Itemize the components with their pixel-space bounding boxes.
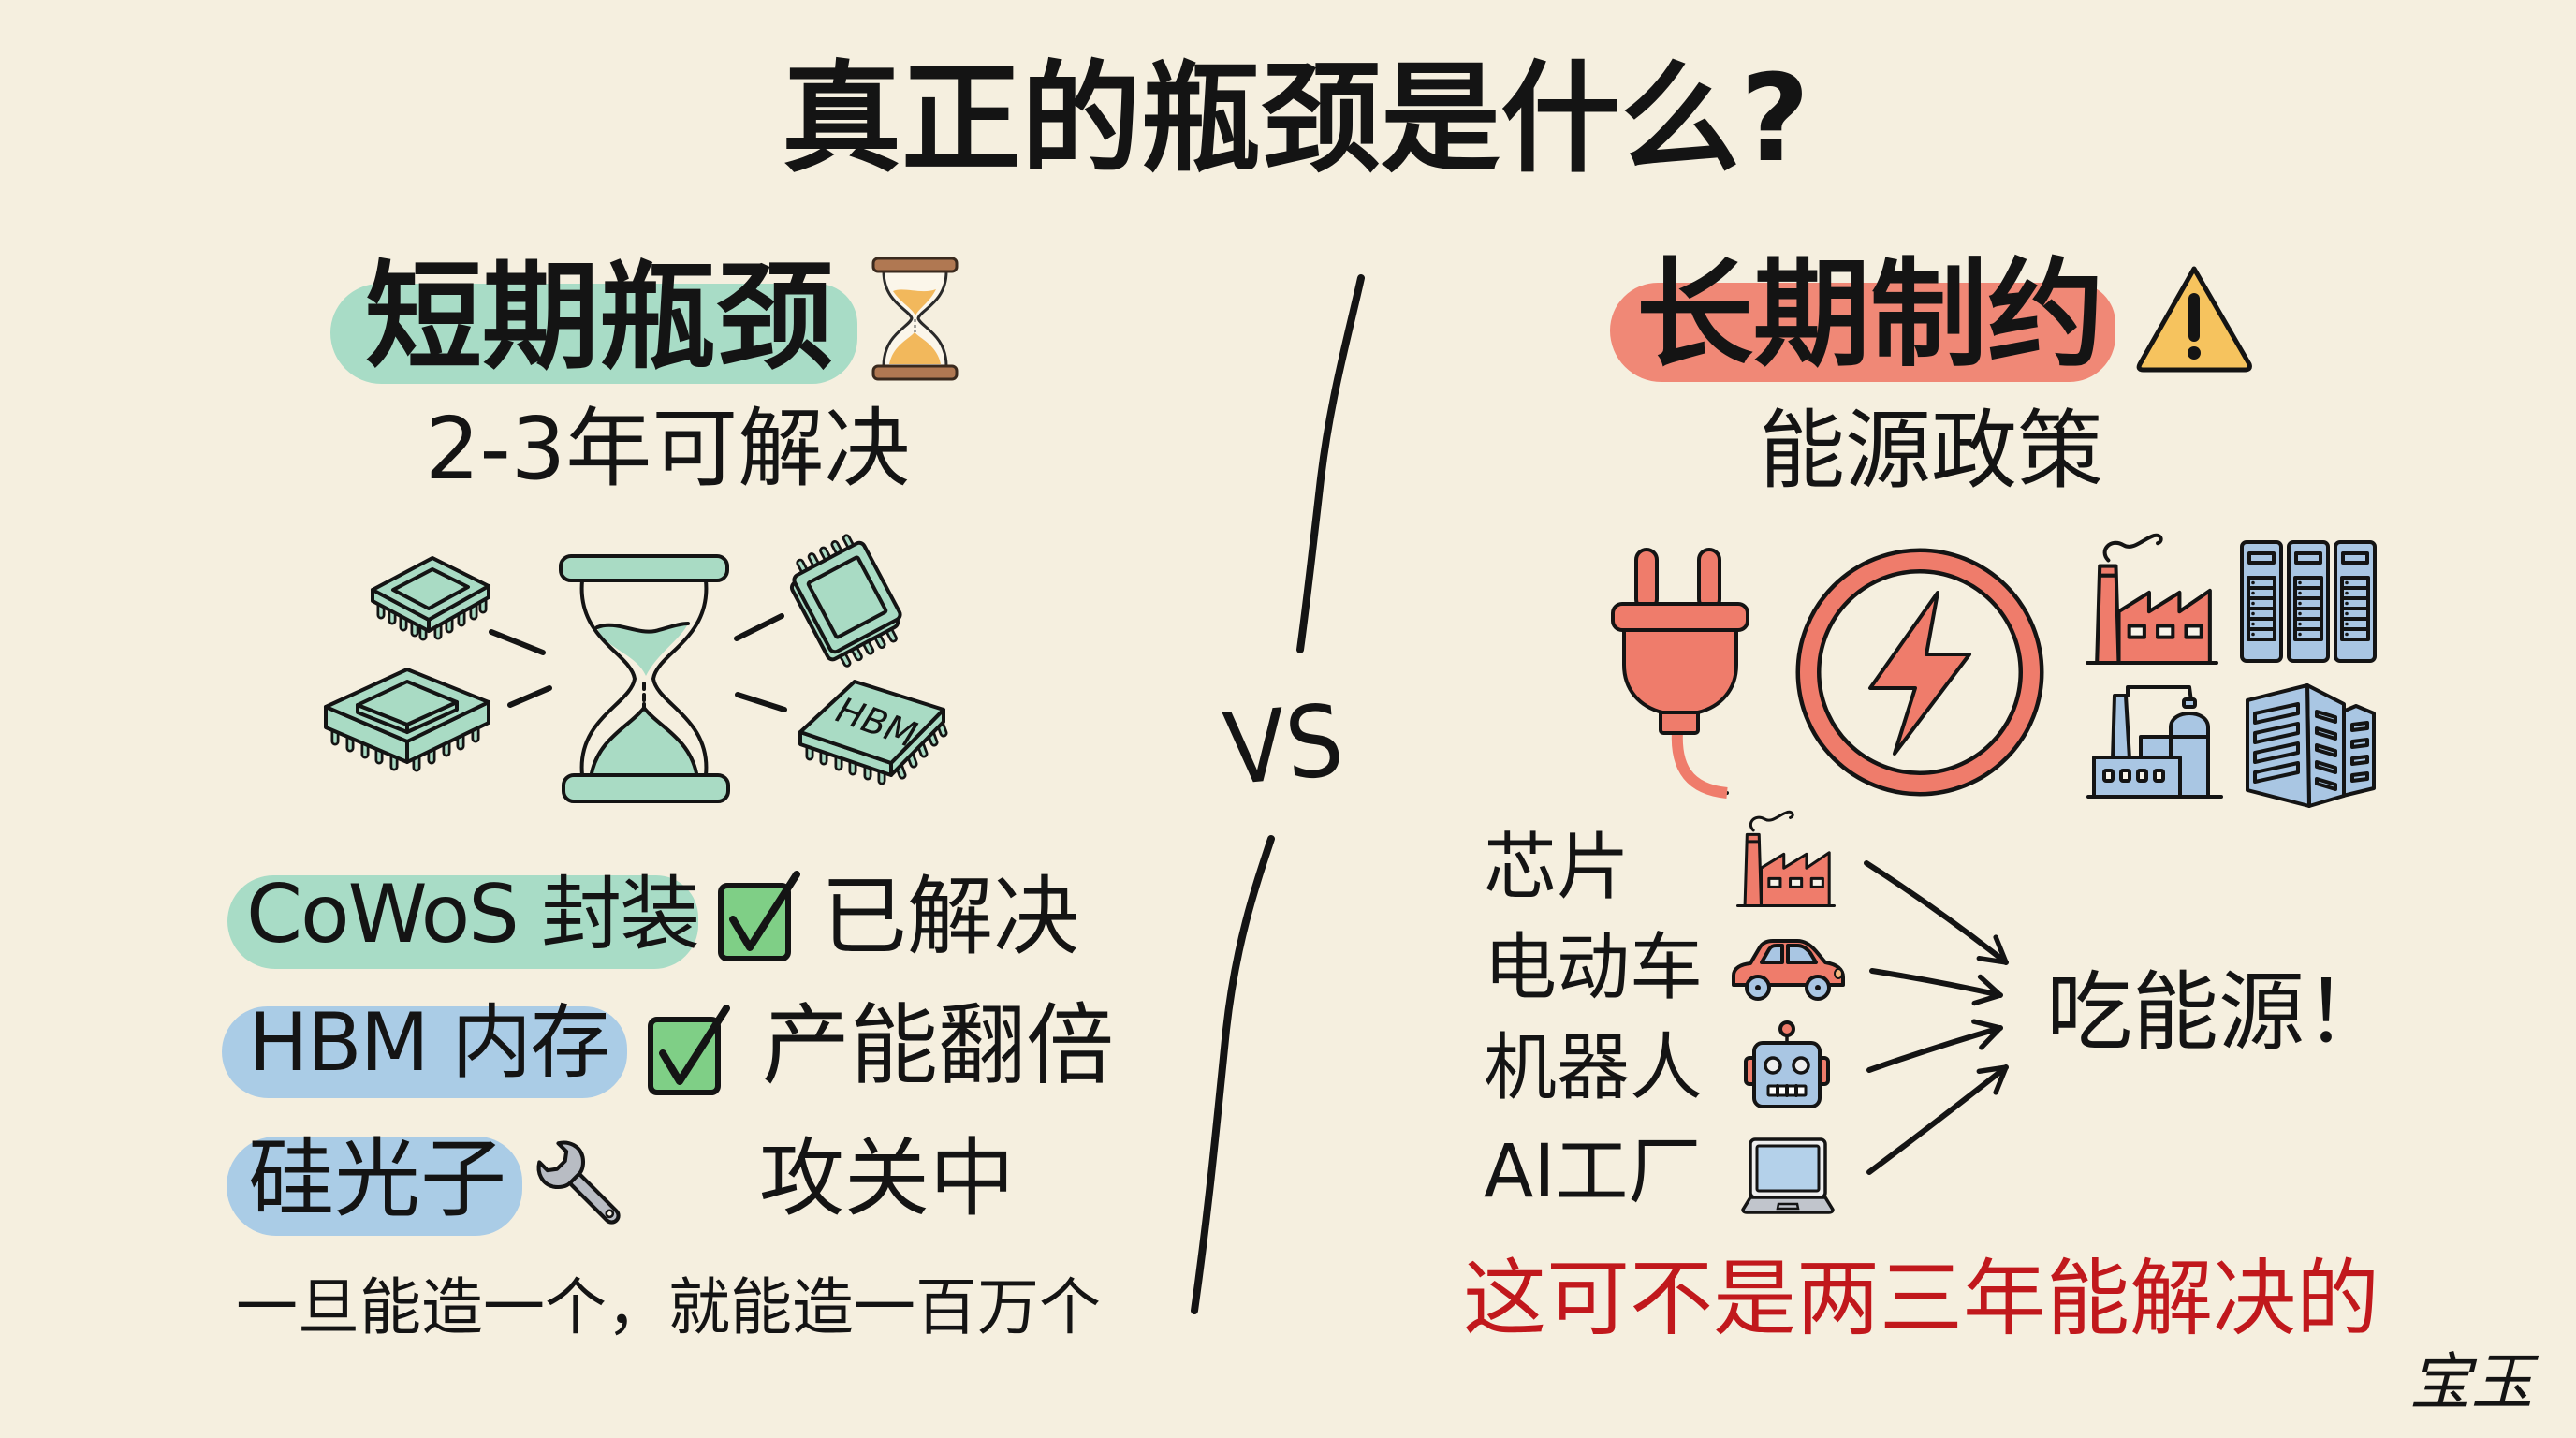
conclusion-text: 这可不是两三年能解决的 (1463, 1250, 2379, 1347)
item-status: 攻关中 (759, 1130, 1016, 1228)
arrow-chips (1864, 860, 2009, 965)
chips-hourglass-illustration: HBM (324, 534, 948, 803)
long-term-heading-highlight (1610, 283, 2115, 382)
car-icon (1732, 939, 1845, 1001)
factory-icon (2086, 533, 2218, 665)
short-term-heading-highlight (330, 284, 857, 384)
page-title: 真正的瓶颈是什么? (782, 50, 1810, 189)
warning-icon (2136, 266, 2252, 373)
item-status: 产能翻倍 (762, 995, 1115, 1097)
office-building-icon (2246, 683, 2376, 808)
arrow-ai-factory (1866, 1064, 2009, 1175)
long-term-subheading: 能源政策 (1759, 401, 2104, 501)
consumer-label: 芯片 (1484, 826, 1631, 910)
item-highlight-blue (222, 1006, 627, 1098)
item-status: 已解决 (821, 867, 1080, 967)
chip-icon (324, 668, 490, 772)
arrow-ev (1869, 968, 2003, 1006)
item-label: 硅光子 (248, 1129, 507, 1229)
wrench-icon (536, 1140, 621, 1225)
checkbox-checked-icon (718, 871, 800, 961)
footnote: 一旦能造一个，就能造一百万个 (236, 1271, 1101, 1343)
hourglass-emoji-icon (871, 257, 959, 381)
divider-line-bottom (1191, 835, 1275, 1314)
vs-label: VS (1219, 682, 1348, 808)
lightning-circle-icon (1795, 548, 2044, 797)
power-plant-icon (2086, 685, 2223, 799)
plug-icon (1611, 548, 1749, 799)
checkbox-checked-icon (648, 1005, 730, 1095)
hbm-chip-icon: HBM (798, 680, 948, 785)
short-term-heading: 短期瓶颈 (365, 250, 833, 386)
item-highlight-green (227, 875, 698, 969)
item-label: HBM 内存 (248, 996, 610, 1090)
divider-line-top (1296, 274, 1365, 653)
result-label: 吃能源！ (2046, 962, 2392, 1063)
consumer-label: 电动车 (1484, 926, 1704, 1010)
short-term-subheading: 2-3年可解决 (425, 399, 911, 499)
author-signature: 宝玉 (2409, 1346, 2533, 1418)
long-term-heading: 长期制约 (1636, 247, 2104, 383)
factory-icon (1736, 810, 1836, 907)
consumer-label: 机器人 (1484, 1026, 1704, 1110)
item-label: CoWoS 封装 (246, 868, 700, 961)
arrow-robot (1866, 1019, 2003, 1073)
robot-icon (1744, 1020, 1830, 1108)
consumer-label: AI工厂 (1484, 1130, 1702, 1214)
server-racks-icon (2240, 540, 2377, 663)
item-highlight-blue (227, 1137, 522, 1236)
hourglass-icon (559, 554, 730, 803)
laptop-icon (1741, 1137, 1835, 1214)
chip-icon (371, 556, 490, 641)
connector-dash (489, 613, 787, 712)
chip-icon (789, 534, 902, 668)
